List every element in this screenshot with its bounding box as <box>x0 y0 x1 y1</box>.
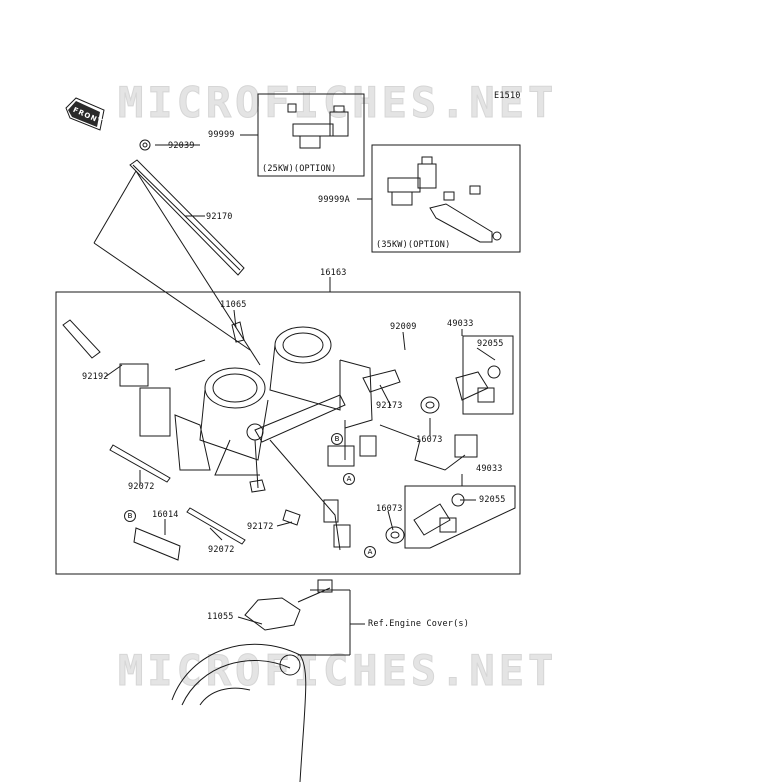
part-label-99999a: 99999A <box>318 195 350 205</box>
part-label-92170: 92170 <box>206 212 233 222</box>
part-label-92055-lower: 92055 <box>479 495 506 505</box>
injector-box-lower <box>404 485 516 549</box>
diagram-code: E1510 <box>494 91 521 101</box>
throttle-body-drawing <box>62 319 478 551</box>
front-arrow-icon <box>65 97 105 131</box>
part-label-99999: 99999 <box>208 130 235 140</box>
injector-box-upper <box>462 335 514 415</box>
reference-note: Ref.Engine Cover(s) <box>368 619 470 629</box>
part-label-92009: 92009 <box>390 322 417 332</box>
part-label-92072-right: 92072 <box>208 545 235 555</box>
part-label-16014: 16014 <box>152 510 179 520</box>
callout-a-lower: A <box>364 546 376 558</box>
part-label-92055-upper: 92055 <box>477 339 504 349</box>
callout-b-lower: B <box>124 510 136 522</box>
part-label-11065: 11065 <box>220 300 247 310</box>
part-label-16073-upper: 16073 <box>416 435 443 445</box>
part-label-16163: 16163 <box>320 268 347 278</box>
option-note-25kw: (25KW)(OPTION) <box>262 164 337 174</box>
watermark-top: MICROFICHES.NET <box>117 78 558 128</box>
part-label-16073-lower: 16073 <box>376 504 403 514</box>
part-label-11055: 11055 <box>207 612 234 622</box>
option-box-35kw <box>371 144 521 253</box>
part-label-92072-left: 92072 <box>128 482 155 492</box>
part-label-92172: 92172 <box>247 522 274 532</box>
part-label-92173: 92173 <box>376 401 403 411</box>
part-label-49033-upper: 49033 <box>447 319 474 329</box>
part-label-92039: 92039 <box>168 141 195 151</box>
assembly-box <box>55 291 521 575</box>
part-label-49033-lower: 49033 <box>476 464 503 474</box>
option-note-35kw: (35KW)(OPTION) <box>376 240 451 250</box>
callout-b-upper: B <box>331 433 343 445</box>
part-label-92192: 92192 <box>82 372 109 382</box>
callout-a-upper: A <box>343 473 355 485</box>
